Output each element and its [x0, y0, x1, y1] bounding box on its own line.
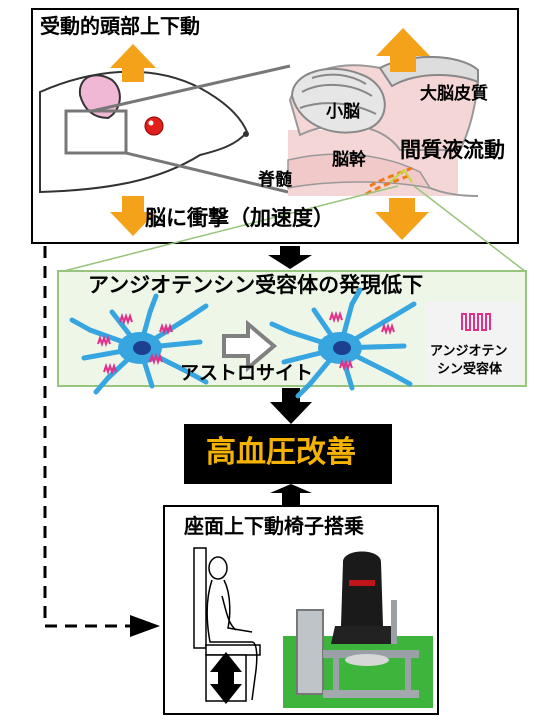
- brain-illustration: [287, 55, 480, 197]
- receptor-marks-1: [97, 312, 173, 376]
- change-arrow: [222, 319, 278, 373]
- label-brainstem: 脳幹: [332, 150, 366, 170]
- seat-up-down-arrow: [210, 652, 242, 704]
- brain-up-down-arrow: [375, 28, 430, 240]
- label-cerebral-cortex: 大脳皮質: [420, 84, 488, 104]
- label-spinal-cord: 脊髄: [258, 170, 292, 190]
- flow-arrow-2: [270, 388, 312, 424]
- interstitial-flow-marks: [365, 166, 413, 196]
- legend-line-1: アンジオテン: [430, 344, 508, 359]
- result-label: 高血圧改善: [206, 435, 356, 470]
- result-box: [184, 424, 392, 484]
- head-up-down-arrow: [110, 44, 156, 236]
- flow-arrow-3: [270, 484, 312, 505]
- astrocyte-2: [269, 287, 417, 399]
- flow-arrow-1: [268, 246, 312, 269]
- receptor-marks-2: [329, 310, 395, 372]
- legend-line-2: シン受容体: [437, 362, 503, 377]
- rat-icon: [39, 70, 249, 194]
- bottom-title: 座面上下動椅子搭乗: [184, 514, 364, 538]
- label-impact: 脳に衝撃（加速度）: [145, 206, 334, 230]
- label-interstitial-flow: 間質液流動: [400, 138, 505, 162]
- label-astrocyte: アストロサイト: [180, 362, 314, 384]
- middle-title: アンジオテンシン受容体の発現低下: [88, 273, 424, 297]
- top-title: 受動的頭部上下動: [40, 14, 200, 38]
- chair-photo: [283, 540, 433, 708]
- receptor-legend-icon: [461, 313, 491, 331]
- label-cerebellum: 小脳: [326, 102, 360, 122]
- dashed-connector: [43, 246, 160, 637]
- person-icon: [206, 556, 258, 701]
